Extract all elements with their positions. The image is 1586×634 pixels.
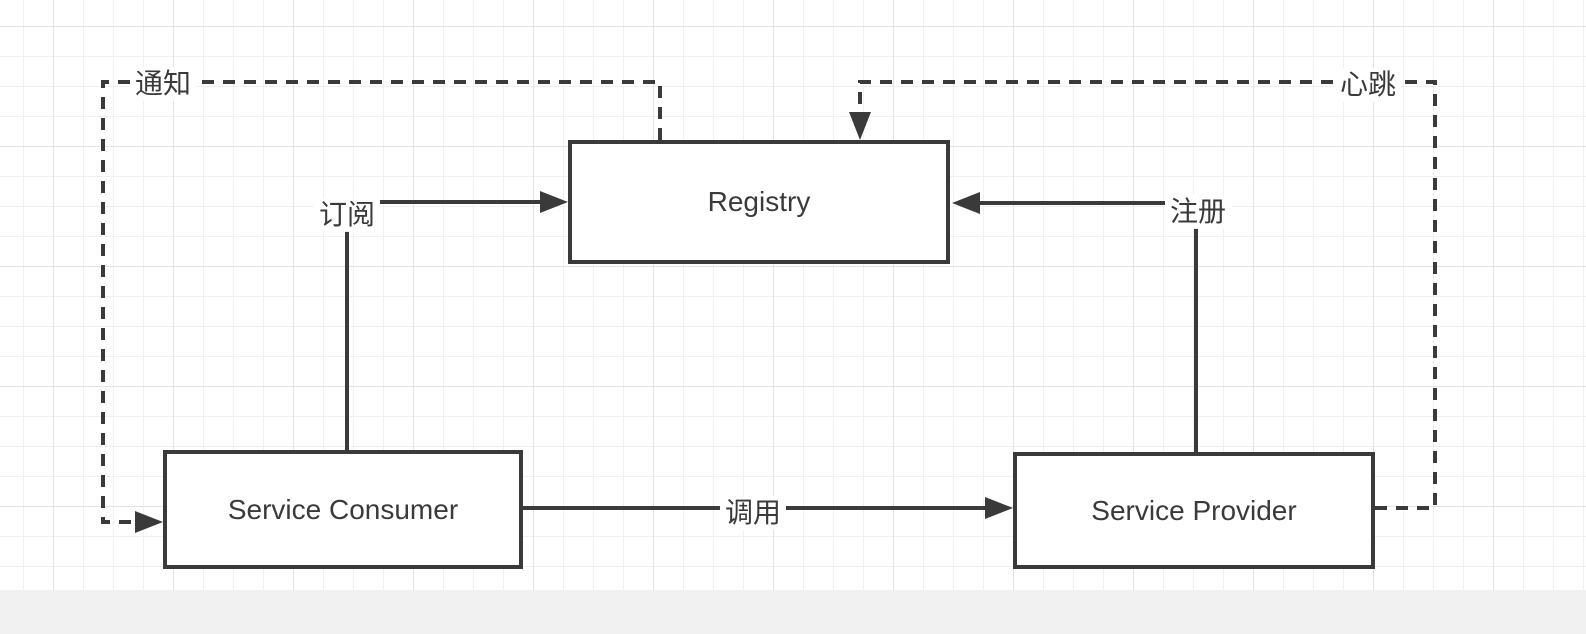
node-registry-label: Registry — [707, 186, 811, 217]
edge-label-invoke[interactable]: 调用 — [719, 495, 787, 531]
edge-register-arrowhead — [952, 192, 980, 214]
edge-subscribe-arrowhead — [540, 191, 568, 213]
edge-label-heartbeat[interactable]: 心跳 — [1334, 67, 1402, 103]
edge-label-register[interactable]: 注册 — [1164, 194, 1232, 230]
edge-invoke-arrowhead — [985, 497, 1013, 519]
node-service-consumer[interactable]: Service Consumer — [163, 450, 523, 569]
edge-subscribe-line — [345, 200, 541, 450]
edge-heartbeat-arrowhead — [849, 112, 871, 140]
edge-notify-line — [101, 80, 662, 524]
edge-label-subscribe[interactable]: 订阅 — [313, 197, 381, 233]
node-service-provider-label: Service Provider — [1091, 494, 1297, 526]
bottom-bar — [0, 590, 1586, 634]
node-registry[interactable]: Registry — [568, 140, 950, 264]
node-service-consumer-label: Service Consumer — [227, 493, 459, 525]
edge-register-line — [979, 201, 1198, 452]
edge-heartbeat-line — [858, 80, 1437, 510]
edge-label-notify[interactable]: 通知 — [129, 66, 197, 102]
edge-notify-arrowhead — [135, 511, 163, 533]
node-service-provider[interactable]: Service Provider — [1013, 452, 1375, 569]
